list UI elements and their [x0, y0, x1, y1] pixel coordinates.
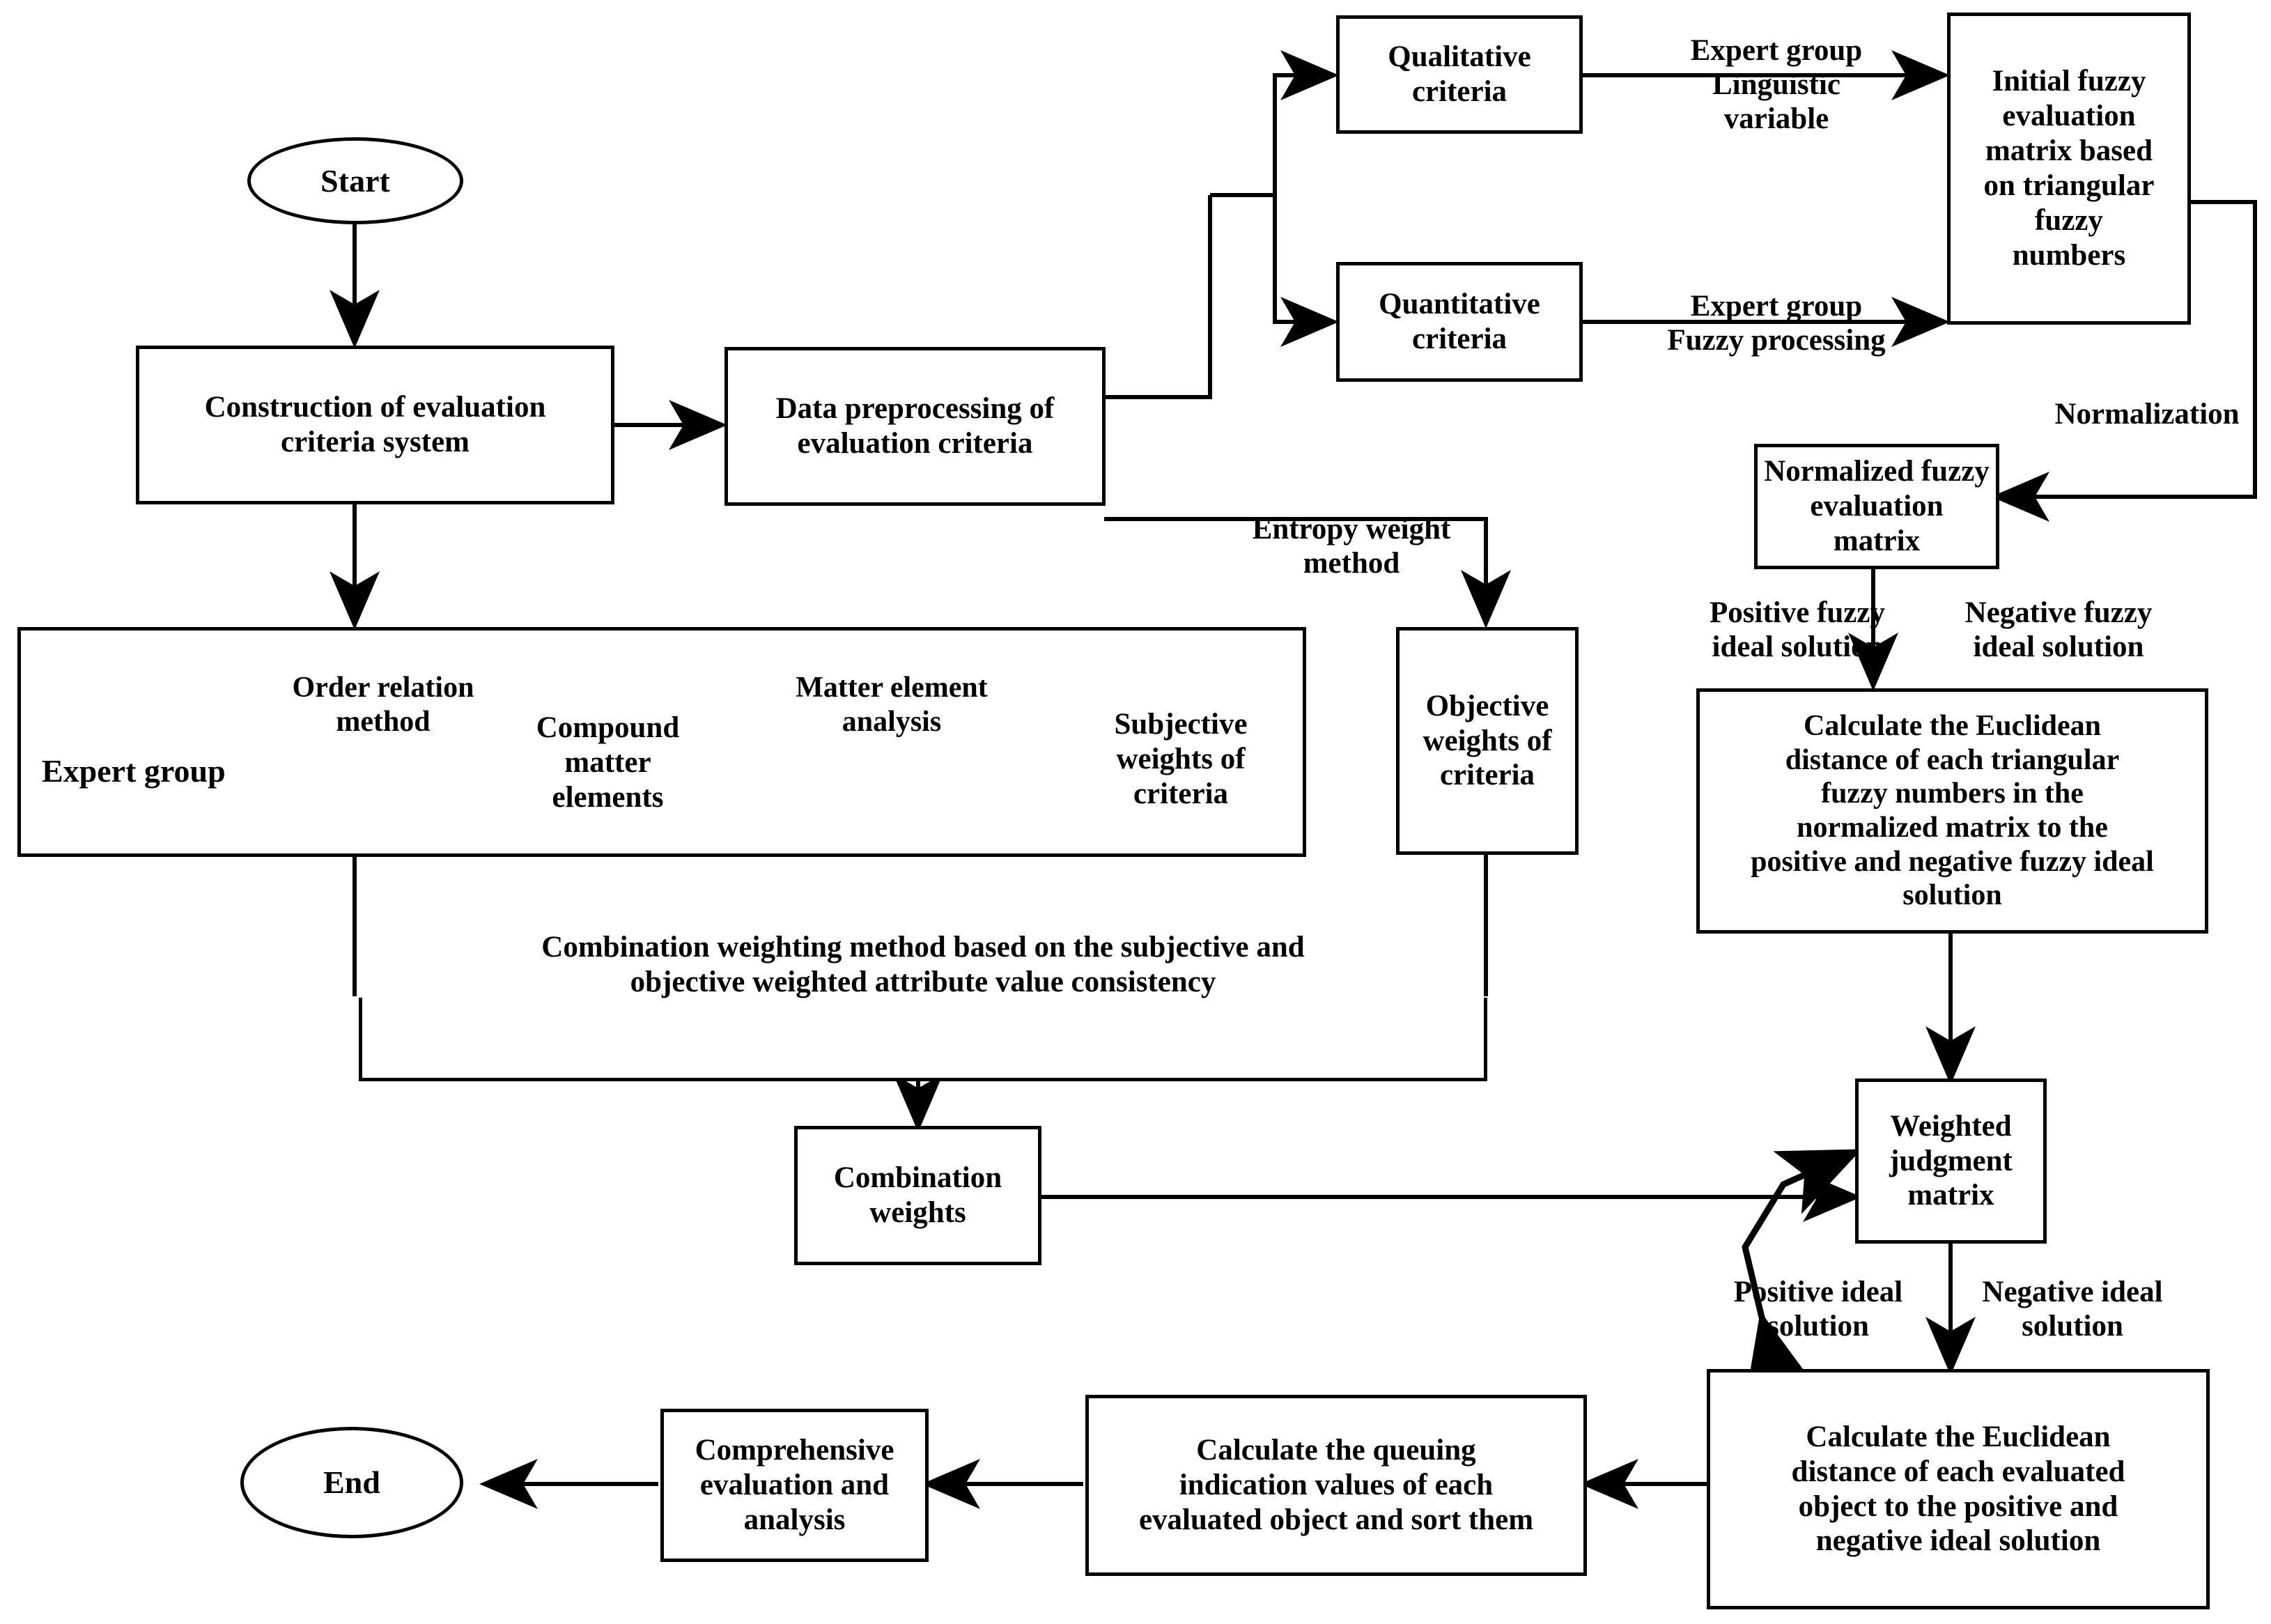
node-initial-fuzzy-matrix-label: Initial fuzzy evaluation matrix based on…	[1983, 65, 2155, 272]
node-weighted-judgment-label: Weighted judgment matrix	[1889, 1109, 2013, 1212]
node-comprehensive-label: Comprehensive evaluation and analysis	[695, 1434, 894, 1536]
label-expert-group-linguistic-variable: Expert group Linguistic variable	[1690, 34, 1863, 136]
edge-split-to-qualitative	[1210, 50, 1339, 197]
label-normalization: Normalization	[2054, 398, 2240, 431]
node-subjective-weighting-group-box	[17, 627, 1306, 857]
label-expert-group-fuzzy-processing: Expert group Fuzzy processing	[1667, 290, 1886, 357]
edge-split-to-quantitative	[1210, 193, 1339, 347]
node-comprehensive-evaluation-and-analysis[interactable]: Comprehensive evaluation and analysis	[660, 1409, 929, 1562]
node-start[interactable]: Start	[247, 137, 463, 224]
label-positive-ideal-solution: Positive ideal solution	[1733, 1276, 1903, 1343]
edge-initialmatrix-to-normalized	[1991, 200, 2257, 522]
edge-curved-double-arrow	[1742, 1149, 1862, 1399]
node-initial-fuzzy-evaluation-matrix[interactable]: Initial fuzzy evaluation matrix based on…	[1947, 13, 2191, 325]
subjective-order-relation-method-label: Order relation method	[292, 672, 474, 738]
node-construction-of-evaluation-criteria-system[interactable]: Construction of evaluation criteria syst…	[136, 346, 614, 504]
edge-preprocessing-to-objectiveweights	[1104, 517, 1511, 628]
node-euclidean-object-label: Calculate the Euclidean distance of each…	[1791, 1420, 2125, 1558]
label-combination-weighting-method: Combination weighting method based on th…	[541, 931, 1305, 998]
label-entropy-weight-method: Entropy weight method	[1252, 513, 1451, 580]
node-queuing-values-label: Calculate the queuing indication values …	[1138, 1434, 1534, 1536]
node-normalized-matrix-label: Normalized fuzzy evaluation matrix	[1764, 455, 1990, 557]
node-start-label: Start	[320, 162, 390, 199]
node-quantitative-label: Quantitative criteria	[1379, 288, 1540, 355]
node-qualitative-criteria[interactable]: Qualitative criteria	[1336, 15, 1583, 134]
label-negative-ideal-solution: Negative ideal solution	[1982, 1276, 2163, 1343]
edge-preprocessing-to-split	[1104, 195, 1212, 399]
node-objective-weights-label: Objective weights of criteria	[1423, 689, 1552, 792]
node-combination-weights-label: Combination weights	[833, 1161, 1002, 1229]
node-end-label: End	[323, 1464, 380, 1501]
node-data-preprocessing-of-evaluation-criteria[interactable]: Data preprocessing of evaluation criteri…	[724, 347, 1106, 506]
node-end[interactable]: End	[240, 1427, 463, 1538]
node-construction-label: Construction of evaluation criteria syst…	[204, 391, 546, 458]
node-qualitative-label: Qualitative criteria	[1388, 40, 1531, 108]
label-positive-fuzzy-ideal-solution: Positive fuzzy ideal solution	[1710, 596, 1885, 664]
node-calculate-euclidean-distance-fuzzy-numbers[interactable]: Calculate the Euclidean distance of each…	[1696, 688, 2208, 934]
node-calculate-euclidean-distance-evaluated-object[interactable]: Calculate the Euclidean distance of each…	[1707, 1369, 2210, 1609]
node-weighted-judgment-matrix[interactable]: Weighted judgment matrix	[1855, 1078, 2047, 1244]
subjective-expert-group-label: Expert group	[42, 753, 226, 789]
subjective-matter-element-analysis-label: Matter element analysis	[796, 672, 988, 738]
label-negative-fuzzy-ideal-solution: Negative fuzzy ideal solution	[1964, 596, 2153, 664]
node-combination-weighting-method-box	[359, 998, 1487, 1081]
node-euclidean-fuzzy-label: Calculate the Euclidean distance of each…	[1751, 709, 2154, 912]
node-calculate-queuing-indication-values[interactable]: Calculate the queuing indication values …	[1085, 1395, 1587, 1576]
node-combination-weights[interactable]: Combination weights	[794, 1126, 1041, 1265]
node-quantitative-criteria[interactable]: Quantitative criteria	[1336, 262, 1583, 382]
subjective-subjective-weights-label: Subjective weights of criteria	[1114, 708, 1248, 810]
node-data-preprocessing-label: Data preprocessing of evaluation criteri…	[775, 392, 1055, 460]
node-objective-weights-of-criteria[interactable]: Objective weights of criteria	[1396, 627, 1579, 855]
node-normalized-fuzzy-evaluation-matrix[interactable]: Normalized fuzzy evaluation matrix	[1754, 444, 1999, 569]
subjective-compound-matter-elements-label: Compound matter elements	[536, 711, 680, 814]
